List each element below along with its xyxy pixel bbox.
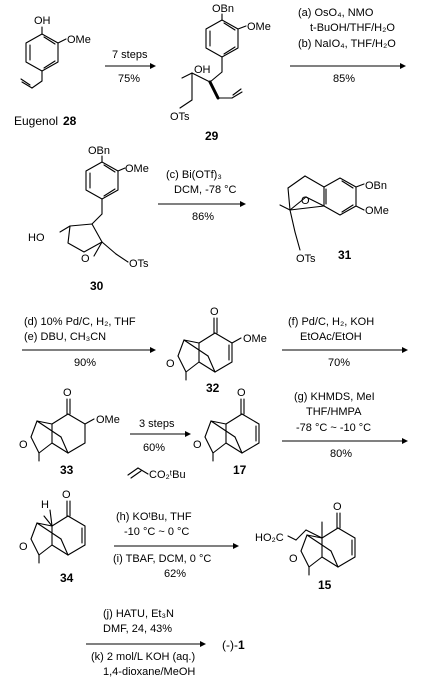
compound-31-number: 31 [338,248,352,262]
tbu-acrylate-structure: CO₂ᵗBu [127,467,186,481]
c31-ome: OMe [365,205,389,217]
c30-ots: OTs [129,258,149,270]
c29-obn: OBn [212,3,234,15]
c31-bridge-o: O [301,195,310,207]
step7-solvent: THF/HMPA [306,406,362,418]
c34-h: H [41,499,49,511]
step9-conditions-j: DMF, 24, 43% [103,623,172,635]
c17-bridge-o: O [193,439,202,451]
c32-bridge-o: O [166,358,175,370]
c15-ho2c: HO₂C [255,532,284,544]
step8-yield: 62% [164,568,186,580]
step2-reagent-b: (b) NaIO₄, THF/H₂O [298,38,396,50]
final-product-number: 1 [238,638,245,652]
c33-ketone-o: O [63,387,72,399]
step3-conditions: DCM, -78 °C [174,184,237,196]
c29-ome: OMe [247,21,271,33]
c32-ome: OMe [243,333,267,345]
compound-30-structure: OBn OMe HO O OTs [28,145,149,270]
step8-reagent-h: (h) KOᵗBu, THF [116,511,192,523]
eugenol-ome: OMe [67,34,91,46]
c29-oh: OH [194,64,211,76]
compound-17-number: 17 [233,463,247,477]
eugenol-structure: OH OMe [20,15,91,89]
c33-bridge-o: O [19,439,28,451]
step2-solvent-a: t-BuOH/THF/H₂O [310,22,395,34]
c15-bridge-o: O [289,553,298,565]
compound-34-number: 34 [60,571,74,585]
compound-31-structure: OBn OMe O OTs [279,175,389,265]
step2-yield: 85% [333,73,355,85]
step9-reagent-j: (j) HATU, Et₃N [103,608,174,620]
c34-ketone-o: O [62,489,71,501]
compound-34-structure: O H O [19,489,86,564]
step5-reagent: (f) Pd/C, H₂, KOH [288,316,374,328]
compound-29-number: 29 [205,129,219,143]
step1-conditions: 7 steps [112,49,148,61]
compound-32-structure: O OMe O [166,306,267,381]
final-product: (-)-1 [222,638,245,652]
c17-ketone-o: O [237,387,246,399]
c30-ring-o: O [81,253,90,265]
c30-obn: OBn [88,145,110,157]
c30-ho: HO [28,232,45,244]
c33-ome: OMe [96,414,120,426]
eugenol-number: 28 [63,114,77,128]
c31-ots: OTs [296,253,316,265]
step8-reagent-i: (i) TBAF, DCM, 0 °C [113,553,211,565]
compound-33-structure: O OMe O [19,387,120,462]
c31-obn: OBn [365,180,387,192]
step7-yield: 80% [330,448,352,460]
c34-bridge-o: O [19,541,28,553]
step1-yield: 75% [118,73,140,85]
step7-temperature: -78 °C ~ -10 °C [296,422,371,434]
compound-17-structure: O O [193,387,260,462]
step6-conditions: 3 steps [139,418,175,430]
c30-ome: OMe [125,163,149,175]
step8-temperature: -10 °C ~ 0 °C [124,526,189,538]
step4-reagent-d: (d) 10% Pd/C, H₂, THF [24,316,136,328]
step3-reagent: (c) Bi(OTf)₃ [166,169,222,181]
step6-yield: 60% [143,442,165,454]
c29-ots: OTs [170,111,190,123]
compound-29-structure: OBn OMe OH OTs [170,3,271,123]
c32-ketone-o: O [210,306,219,318]
step3-yield: 86% [192,211,214,223]
step9-solvent-k: 1,4-dioxane/MeOH [103,666,195,678]
compound-30-number: 30 [90,279,104,293]
compound-32-number: 32 [206,381,220,395]
compound-15-number: 15 [318,578,332,592]
step2-reagent-a: (a) OsO₄, NMO [298,7,374,19]
step9-reagent-k: (k) 2 mol/L KOH (aq.) [91,651,195,663]
step5-solvent: EtOAc/EtOH [300,331,362,343]
step5-yield: 70% [328,357,350,369]
c15-ketone-o: O [333,501,342,513]
compound-33-number: 33 [60,463,74,477]
eugenol-name: Eugenol [14,114,58,128]
final-product-prefix: (-)- [222,638,238,652]
compound-15-structure: O HO₂C O [255,501,356,576]
step7-reagent: (g) KHMDS, MeI [294,391,375,403]
step4-yield: 90% [74,357,96,369]
step4-reagent-e: (e) DBU, CH₃CN [24,331,106,343]
acrylate-ester: CO₂ᵗBu [149,469,186,481]
eugenol-oh: OH [34,15,51,27]
